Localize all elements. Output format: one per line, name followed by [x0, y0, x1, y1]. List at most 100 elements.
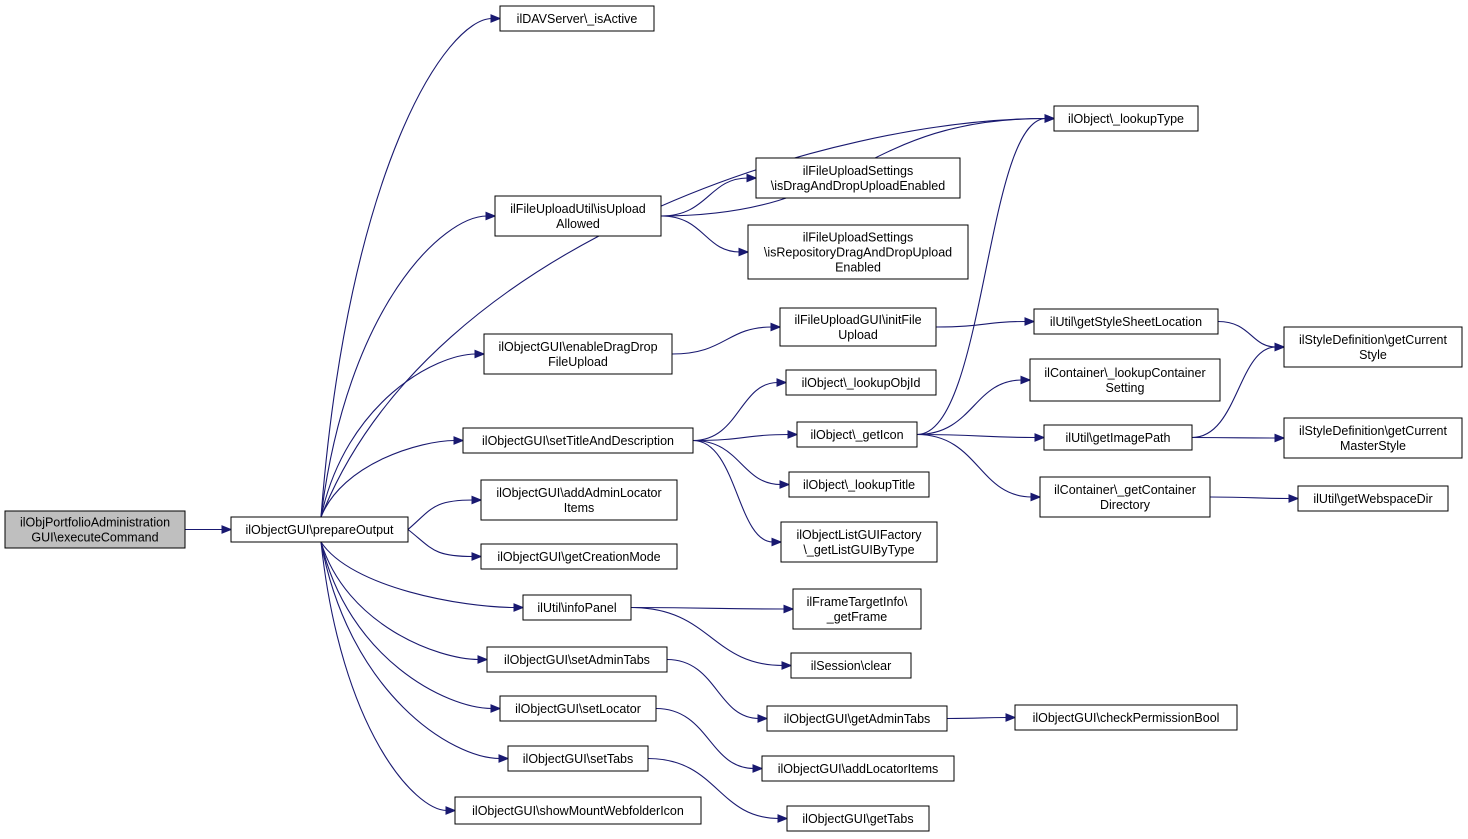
edge-prepareOutput-getCreationMode	[407, 529, 483, 561]
node-label: ilObjectGUI\prepareOutput	[246, 523, 395, 537]
node-box	[1283, 417, 1463, 459]
node-label: ilObjectListGUIFactory	[796, 528, 922, 542]
node-sessionClear[interactable]: ilSession\clear	[790, 652, 912, 679]
edge-getIcon-lookupType	[916, 114, 1056, 436]
edge-arrowhead	[776, 378, 788, 387]
node-getListGUIByType[interactable]: ilObjectListGUIFactory\_getListGUIByType	[780, 521, 938, 563]
node-getAdminTabs[interactable]: ilObjectGUI\getAdminTabs	[766, 705, 948, 732]
node-getCreationMode[interactable]: ilObjectGUI\getCreationMode	[480, 543, 678, 570]
node-box	[755, 157, 961, 199]
node-label: ilObjectGUI\enableDragDrop	[498, 340, 657, 354]
edge-arrowhead	[1020, 375, 1032, 385]
edge-setLocator-addLocatorItems	[655, 707, 764, 773]
node-setTabs[interactable]: ilObjectGUI\setTabs	[507, 745, 649, 772]
edge-setTitleAndDescription-lookupObjId	[692, 378, 788, 442]
edge-arrowhead	[474, 349, 486, 359]
edge-prepareOutput-addAdminLocatorItems	[407, 495, 483, 530]
node-box	[1039, 476, 1211, 518]
node-isDragAndDrop[interactable]: ilFileUploadSettings\isDragAndDropUpload…	[755, 157, 961, 199]
node-box	[507, 745, 649, 772]
node-checkPermissionBool[interactable]: ilObjectGUI\checkPermissionBool	[1014, 704, 1238, 731]
edge-infoPanel-sessionClear	[630, 606, 793, 670]
node-lookupObjId[interactable]: ilObject\_lookupObjId	[785, 369, 937, 396]
node-isActive[interactable]: ilDAVServer\_isActive	[499, 5, 655, 32]
edge-line	[1209, 496, 1291, 500]
edge-arrowhead	[1288, 494, 1300, 503]
node-box	[1043, 424, 1193, 451]
edge-arrowhead	[1274, 433, 1286, 443]
node-box	[480, 479, 678, 521]
node-label: Upload	[838, 328, 878, 342]
node-box	[747, 224, 969, 280]
edge-arrowhead	[787, 430, 799, 439]
node-root[interactable]: ilObjPortfolioAdministrationGUI\executeC…	[4, 510, 186, 549]
node-label: ilObjPortfolioAdministration	[20, 516, 170, 530]
edge-line	[407, 499, 474, 530]
node-box	[1297, 485, 1449, 512]
node-label: ilObjectGUI\setTabs	[523, 752, 633, 766]
node-showMountWebfolderIcon[interactable]: ilObjectGUI\showMountWebfolderIcon	[454, 796, 702, 825]
node-setAdminTabs[interactable]: ilObjectGUI\setAdminTabs	[486, 646, 668, 673]
node-box	[761, 755, 955, 782]
node-setTitleAndDescription[interactable]: ilObjectGUI\setTitleAndDescription	[462, 427, 694, 454]
node-getImagePath[interactable]: ilUtil\getImagePath	[1043, 424, 1193, 451]
node-label: Items	[564, 501, 595, 515]
edge-line	[407, 529, 474, 558]
node-box	[1014, 704, 1238, 731]
node-box	[766, 705, 948, 732]
node-addLocatorItems[interactable]: ilObjectGUI\addLocatorItems	[761, 755, 955, 782]
node-getFrame[interactable]: ilFrameTargetInfo\_getFrame	[792, 588, 922, 630]
node-isRepoDragAndDrop[interactable]: ilFileUploadSettings\isRepositoryDragAnd…	[747, 224, 969, 280]
node-box	[522, 594, 632, 621]
edge-layer	[185, 14, 1300, 823]
node-label: ilObjectGUI\checkPermissionBool	[1033, 711, 1220, 725]
node-getTabs[interactable]: ilObjectGUI\getTabs	[786, 805, 930, 832]
node-label: GUI\executeCommand	[31, 531, 158, 545]
edge-line	[630, 606, 784, 667]
node-box	[480, 543, 678, 570]
node-prepareOutput[interactable]: ilObjectGUI\prepareOutput	[230, 516, 409, 543]
node-setLocator[interactable]: ilObjectGUI\setLocator	[499, 695, 657, 722]
edge-arrowhead	[1024, 317, 1036, 326]
edge-prepareOutput-enableDragDrop	[320, 349, 486, 518]
edge-arrowhead	[477, 655, 489, 664]
edge-line	[666, 658, 760, 720]
edge-enableDragDrop-initFileUpload	[671, 322, 782, 355]
edge-prepareOutput-setTabs	[320, 541, 510, 763]
edge-arrowhead	[471, 495, 483, 505]
node-infoPanel[interactable]: ilUtil\infoPanel	[522, 594, 632, 621]
node-getStyleSheetLocation[interactable]: ilUtil\getStyleSheetLocation	[1033, 308, 1219, 335]
edge-prepareOutput-isActive	[320, 14, 502, 518]
node-lookupType[interactable]: ilObject\_lookupType	[1053, 105, 1199, 132]
node-lookupTitle[interactable]: ilObject\_lookupTitle	[788, 471, 930, 498]
edge-arrowhead	[471, 552, 483, 561]
edge-arrowhead	[1034, 433, 1046, 442]
edge-arrowhead	[779, 480, 791, 489]
edge-getIcon-getContainerDirectory	[916, 433, 1042, 502]
node-label: ilFrameTargetInfo\	[807, 595, 908, 609]
node-box	[462, 427, 694, 454]
edge-isUploadAllowed-isRepoDragAndDrop	[660, 215, 750, 257]
node-box	[1033, 308, 1219, 335]
edge-arrowhead	[445, 806, 457, 815]
edge-line	[320, 541, 493, 710]
node-label: ilObject\_lookupTitle	[803, 478, 915, 492]
edge-line	[320, 353, 477, 518]
node-getIcon[interactable]: ilObject\_getIcon	[796, 421, 918, 448]
node-label: ilFileUploadGUI\initFile	[794, 313, 921, 327]
node-label: ilDAVServer\_isActive	[517, 12, 638, 26]
edge-line	[660, 215, 741, 253]
node-label: ilObjectGUI\getTabs	[802, 812, 913, 826]
node-box	[792, 588, 922, 630]
edge-setTitleAndDescription-lookupTitle	[692, 439, 791, 489]
node-getWebspaceDir[interactable]: ilUtil\getWebspaceDir	[1297, 485, 1449, 512]
edge-arrowhead	[1005, 713, 1017, 722]
